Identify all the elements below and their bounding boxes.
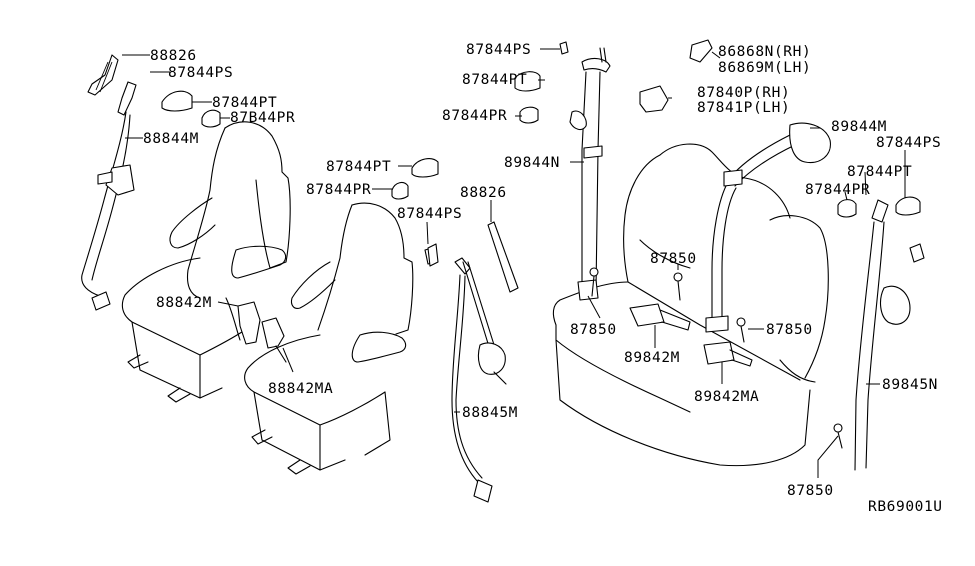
label-87844pt: 87844PT	[462, 72, 527, 88]
front-right-seat	[244, 202, 414, 475]
label-87844pt: 87844PT	[326, 159, 391, 175]
label-87844ps: 87844PS	[466, 42, 531, 58]
label-87850: 87850	[650, 251, 697, 267]
rear-bench-seat	[552, 143, 829, 467]
label-87844ps: 87844PS	[168, 65, 233, 81]
label-87844ps: 87844PS	[397, 206, 462, 222]
label-88826: 88826	[460, 185, 507, 201]
label-88845m: 88845M	[462, 405, 518, 421]
rear-left-belt-assembly	[569, 47, 611, 301]
label-89842m: 89842M	[624, 350, 680, 366]
label-86868n-rh: 86868N(RH)	[718, 44, 811, 60]
label-87850: 87850	[570, 322, 617, 338]
label-87844ps: 87844PS	[876, 135, 941, 151]
part-labels: 88826 87844PS 87844PT 87B44PR 88844M 888…	[143, 42, 943, 515]
diagram-reference-code: RB69001U	[868, 499, 943, 515]
label-87840p-rh: 87840P(RH)	[697, 85, 790, 101]
label-88842m: 88842M	[156, 295, 212, 311]
front-right-belt-assembly	[424, 221, 519, 503]
label-87850: 87850	[766, 322, 813, 338]
rear-center-belt-assembly	[705, 122, 831, 333]
label-89844m: 89844M	[831, 119, 887, 135]
label-87850: 87850	[787, 483, 834, 499]
label-89844n: 89844N	[504, 155, 560, 171]
rear-right-belt-assembly	[854, 199, 925, 471]
front-left-seat	[121, 121, 291, 403]
label-86869m-lh: 86869M(LH)	[718, 60, 811, 76]
anchor-bolts	[589, 267, 843, 449]
label-87844pr: 87844PR	[805, 182, 870, 198]
label-87844pr: 87844PR	[442, 108, 507, 124]
label-87841p-lh: 87841P(LH)	[697, 100, 790, 116]
label-87844pt: 87844PT	[212, 95, 277, 111]
label-88844m: 88844M	[143, 131, 199, 147]
label-87844pr: 87844PR	[306, 182, 371, 198]
label-89842ma: 89842MA	[694, 389, 759, 405]
label-87844pr: 87B44PR	[230, 110, 295, 126]
trim-covers	[161, 39, 921, 267]
buckles	[237, 301, 753, 367]
label-88842ma: 88842MA	[268, 381, 333, 397]
front-left-belt-assembly	[81, 54, 137, 311]
label-89845n: 89845N	[882, 377, 938, 393]
label-88826: 88826	[150, 48, 197, 64]
label-87844pt: 87844PT	[847, 164, 912, 180]
leader-lines	[122, 48, 906, 478]
